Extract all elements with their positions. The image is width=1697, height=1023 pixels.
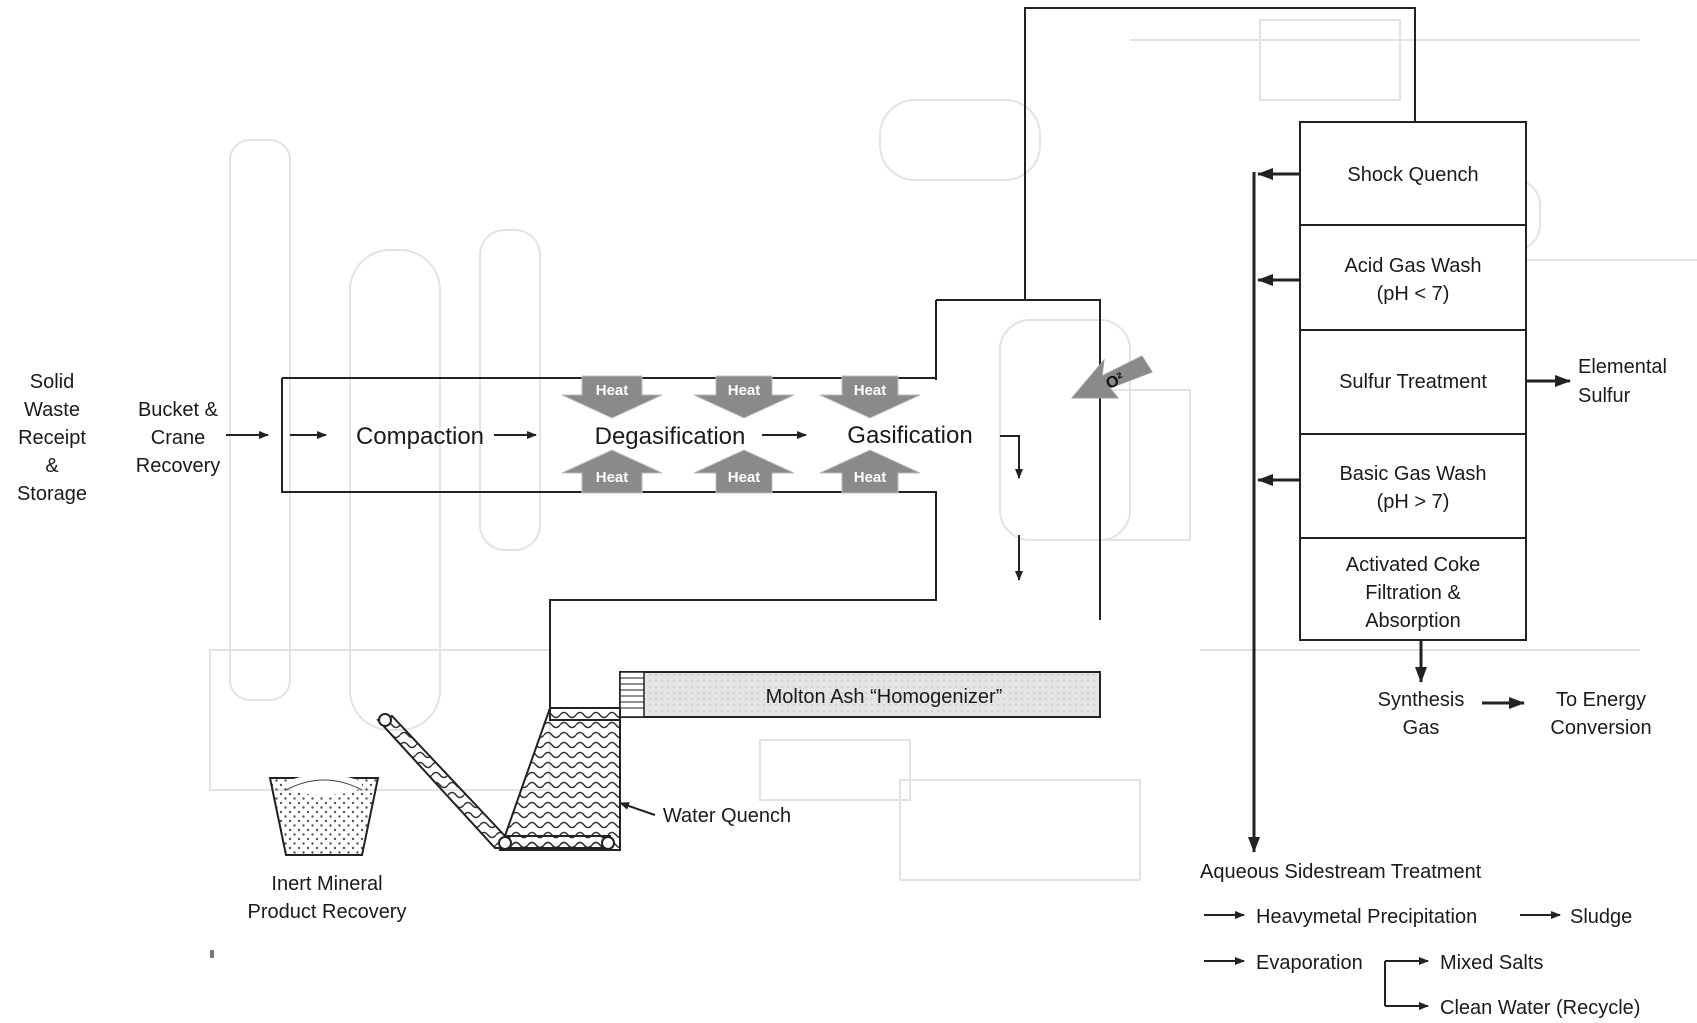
svg-text:Activated Coke: Activated Coke: [1346, 554, 1481, 576]
evaporation-label: Evaporation: [1256, 952, 1363, 974]
shock-quench-label: Shock Quench: [1347, 164, 1478, 186]
svg-text:Product Recovery: Product Recovery: [248, 901, 407, 923]
svg-text:Solid: Solid: [30, 371, 74, 393]
activated-coke-label: Activated Coke Filtration & Absorption: [1346, 554, 1481, 632]
svg-text:Sulfur: Sulfur: [1578, 385, 1631, 407]
sludge-label: Sludge: [1570, 906, 1632, 928]
elemental-sulfur-label: Elemental Sulfur: [1578, 356, 1667, 407]
oxygen-arrow: [1070, 355, 1153, 399]
svg-text:Absorption: Absorption: [1365, 610, 1461, 632]
svg-text:Bucket &: Bucket &: [138, 399, 219, 421]
svg-text:Filtration &: Filtration &: [1365, 582, 1461, 604]
conveyor-pulley: [378, 713, 392, 727]
heat-label: Heat: [728, 469, 761, 486]
svg-text:Receipt: Receipt: [18, 427, 86, 449]
heat-label: Heat: [596, 469, 629, 486]
heat-arrows-bottom: [561, 449, 921, 494]
heavymetal-label: Heavymetal Precipitation: [1256, 906, 1477, 928]
oxygen-label: O²: [1104, 370, 1127, 393]
heat-arrows-top: [561, 375, 921, 419]
degasification-label: Degasification: [595, 423, 746, 450]
retort-wall: [281, 299, 1101, 721]
svg-text:Waste: Waste: [24, 399, 80, 421]
svg-text:Storage: Storage: [17, 483, 87, 505]
water-quench-label: Water Quench: [663, 805, 791, 827]
sidestream-title: Aqueous Sidestream Treatment: [1200, 861, 1482, 883]
flow-arrow: [1000, 435, 1023, 479]
quench-conveyor: [376, 714, 611, 849]
synthesis-gas-label: Synthesis Gas: [1378, 689, 1465, 739]
clean-water-label: Clean Water (Recycle): [1440, 997, 1640, 1019]
acid-gas-wash-label: Acid Gas Wash (pH < 7): [1344, 255, 1481, 305]
gasification-label: Gasification: [847, 422, 972, 449]
scrubbing-tower: [1299, 121, 1527, 641]
heat-label: Heat: [854, 382, 887, 399]
heat-label: Heat: [728, 382, 761, 399]
svg-text:Crane: Crane: [151, 427, 205, 449]
homogenizer-grate: [619, 671, 645, 718]
bucket-crane-label: Bucket & Crane Recovery: [136, 399, 220, 477]
conveyor-pulley: [601, 836, 615, 850]
svg-text:(pH > 7): (pH > 7): [1377, 491, 1450, 513]
water-quench-tank: [498, 707, 621, 851]
mixed-salts-label: Mixed Salts: [1440, 952, 1543, 974]
mineral-recovery-label: Inert Mineral Product Recovery: [248, 873, 407, 923]
conveyor-pulley: [498, 836, 512, 850]
heat-label: Heat: [854, 469, 887, 486]
svg-text:Recovery: Recovery: [136, 455, 220, 477]
svg-text:Inert Mineral: Inert Mineral: [271, 873, 382, 895]
heat-label: Heat: [596, 382, 629, 399]
energy-conversion-label: To Energy Conversion: [1550, 689, 1651, 739]
basic-gas-wash-label: Basic Gas Wash (pH > 7): [1339, 463, 1486, 513]
svg-text:Synthesis: Synthesis: [1378, 689, 1465, 711]
gas-duct: [1024, 7, 1416, 300]
solid-waste-label: Solid Waste Receipt & Storage: [17, 371, 87, 505]
svg-text:Conversion: Conversion: [1550, 717, 1651, 739]
svg-text:&: &: [45, 455, 59, 477]
svg-text:Basic Gas Wash: Basic Gas Wash: [1339, 463, 1486, 485]
compaction-label: Compaction: [356, 423, 484, 450]
sulfur-treatment-label: Sulfur Treatment: [1339, 371, 1487, 393]
svg-text:To Energy: To Energy: [1556, 689, 1646, 711]
homogenizer-grate-lines: [620, 677, 644, 709]
homogenizer-label: Molton Ash “Homogenizer”: [766, 686, 1003, 708]
svg-text:Acid Gas Wash: Acid Gas Wash: [1344, 255, 1481, 277]
water-quench-pointer: [619, 802, 656, 816]
svg-text:Elemental: Elemental: [1578, 356, 1667, 378]
svg-text:Gas: Gas: [1403, 717, 1440, 739]
svg-text:(pH < 7): (pH < 7): [1377, 283, 1450, 305]
